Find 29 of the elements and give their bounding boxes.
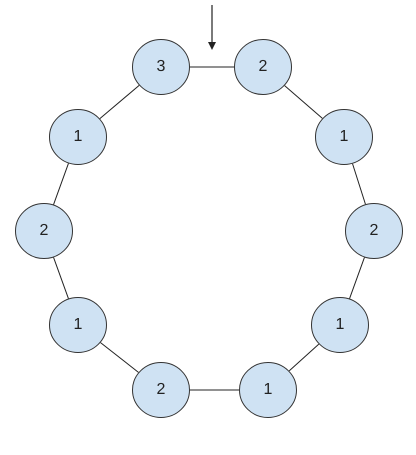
circle-node bbox=[49, 297, 107, 353]
connector-line bbox=[190, 66, 234, 68]
circle-node bbox=[239, 362, 297, 418]
connector-line bbox=[53, 162, 69, 206]
circle-node bbox=[132, 39, 190, 95]
circle-node bbox=[132, 362, 190, 418]
node-number: 2 bbox=[370, 223, 378, 239]
node-number: 3 bbox=[156, 59, 166, 75]
connector-line bbox=[99, 84, 140, 120]
connector-line bbox=[53, 256, 69, 300]
circle-node bbox=[311, 297, 369, 353]
node-number: 1 bbox=[340, 129, 348, 145]
circle-node bbox=[15, 203, 73, 259]
circle-node bbox=[345, 203, 403, 259]
node-number: 1 bbox=[74, 129, 82, 145]
node-number: 2 bbox=[258, 59, 268, 75]
circle-node bbox=[49, 109, 107, 165]
connector-line bbox=[349, 256, 365, 300]
connector-line bbox=[284, 85, 323, 119]
node-number: 1 bbox=[264, 382, 272, 398]
circle-node bbox=[315, 109, 373, 165]
circle-node bbox=[234, 39, 292, 95]
node-number: 1 bbox=[336, 317, 344, 333]
node-number: 2 bbox=[40, 223, 48, 239]
connector-line bbox=[100, 342, 139, 373]
connector-line bbox=[288, 344, 320, 372]
node-number: 1 bbox=[74, 317, 82, 333]
node-number: 2 bbox=[156, 382, 166, 398]
connector-line bbox=[352, 163, 366, 205]
